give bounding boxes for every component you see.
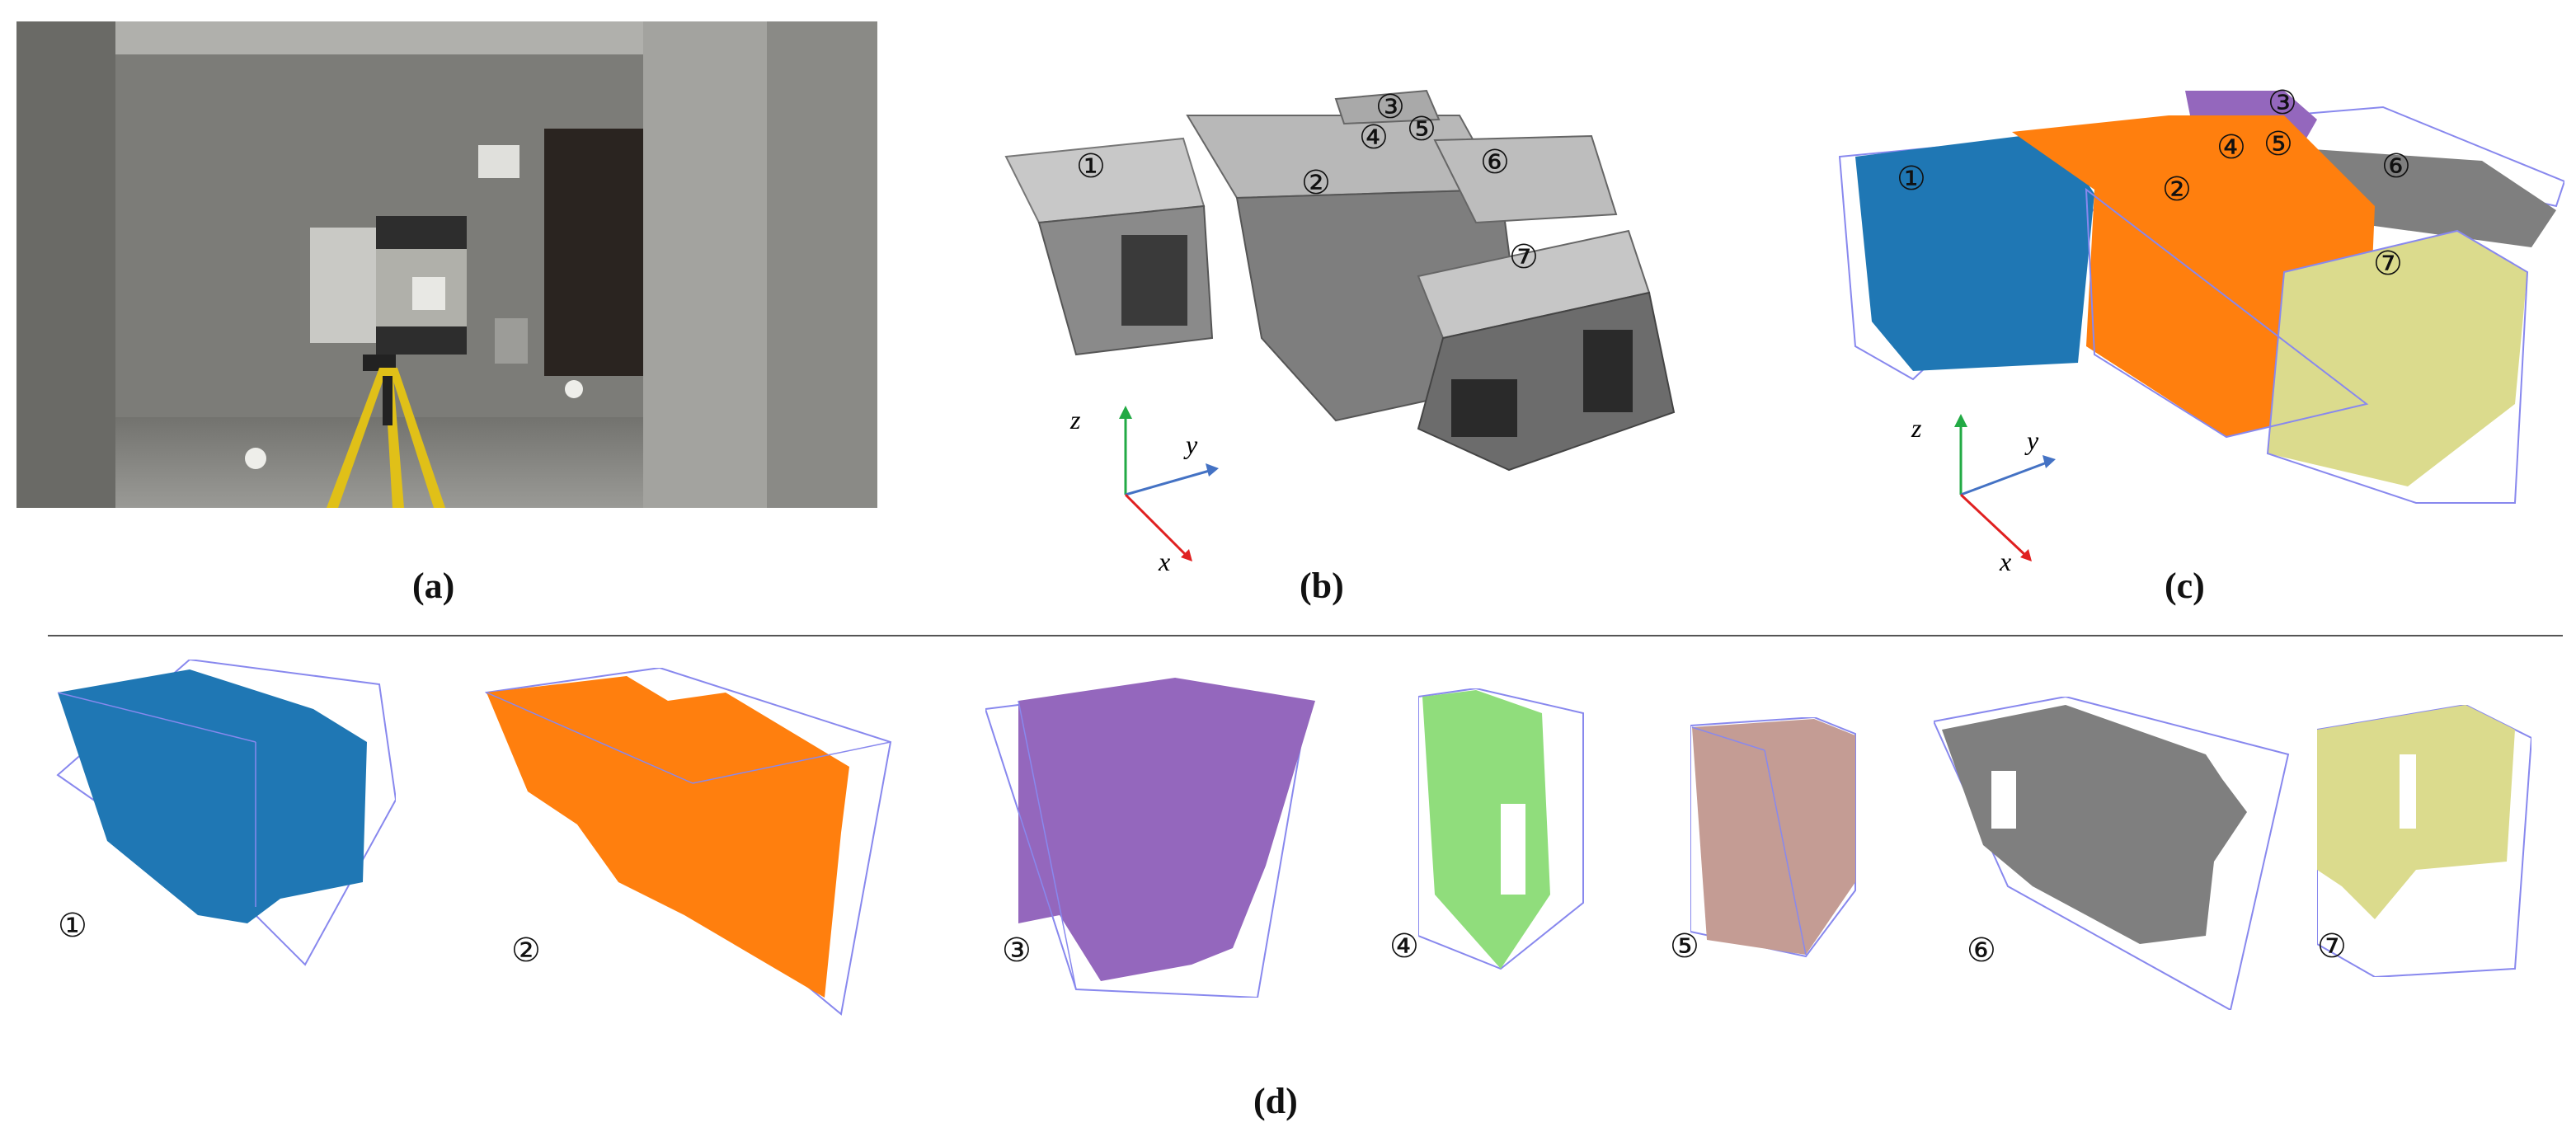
room6-roof <box>1433 134 1618 224</box>
room5-detail <box>1690 717 1856 958</box>
segmentation-view: ① ② ③ ④ ⑤ ⑥ ⑦ z y x <box>1839 84 2564 576</box>
room1-segment <box>1855 132 2094 371</box>
axis-x-label-c: x <box>1999 547 2011 576</box>
room-label-5: ⑤ <box>1407 110 1436 148</box>
room-label-4: ④ <box>1359 119 1389 157</box>
room3-roof <box>1334 89 1441 125</box>
seg-label-7: ⑦ <box>2373 245 2403 283</box>
room-label-2: ② <box>1301 164 1331 202</box>
panel-divider <box>48 635 2563 636</box>
detail-label-4: ④ <box>1389 928 1419 965</box>
detail-label-2: ② <box>511 932 541 970</box>
axis-z-label: z <box>1069 405 1081 434</box>
room3-detail <box>985 678 1315 998</box>
detail-label-7: ⑦ <box>2317 928 2347 965</box>
axis-x-label: x <box>1158 547 1170 576</box>
seg-label-1: ① <box>1897 160 1926 198</box>
room1-detail <box>56 660 396 966</box>
seg-label-3: ③ <box>2268 84 2297 122</box>
detail-label-1: ① <box>58 907 87 945</box>
caption-d: (d) <box>1253 1081 1298 1121</box>
scanner-photo-illustration <box>16 21 877 508</box>
room7-detail <box>2317 705 2531 977</box>
caption-b: (b) <box>1300 566 1344 606</box>
scanner-photo <box>16 21 877 508</box>
axis-indicator-c: z y x <box>1911 413 2056 576</box>
axis-y-label: y <box>1183 430 1198 459</box>
room-label-6: ⑥ <box>1480 143 1510 181</box>
axis-indicator-b: z y x <box>1069 405 1219 576</box>
room-label-7: ⑦ <box>1509 238 1539 276</box>
axis-z-label-c: z <box>1911 413 1922 443</box>
detail-label-3: ③ <box>1002 932 1032 970</box>
room2-detail <box>484 668 892 1016</box>
detail-label-6: ⑥ <box>1967 932 1996 970</box>
room4-detail <box>1418 688 1584 970</box>
seg-label-4: ④ <box>2216 129 2246 167</box>
room1-window <box>1121 235 1187 326</box>
room6-detail <box>1934 697 2290 1010</box>
caption-c: (c) <box>2165 566 2205 606</box>
room7-segment <box>2268 231 2527 486</box>
seg-label-2: ② <box>2162 171 2192 209</box>
room-label-3: ③ <box>1375 88 1405 126</box>
detail-label-5: ⑤ <box>1670 928 1699 965</box>
axis-y-label-c: y <box>2024 425 2039 455</box>
seg-label-5: ⑤ <box>2263 125 2293 163</box>
room-label-1: ① <box>1076 148 1106 186</box>
seg-label-6: ⑥ <box>2381 148 2411 186</box>
point-cloud-view: ① ② ③ ④ ⑤ ⑥ ⑦ z y x <box>1004 88 1676 576</box>
caption-a: (a) <box>412 566 455 606</box>
